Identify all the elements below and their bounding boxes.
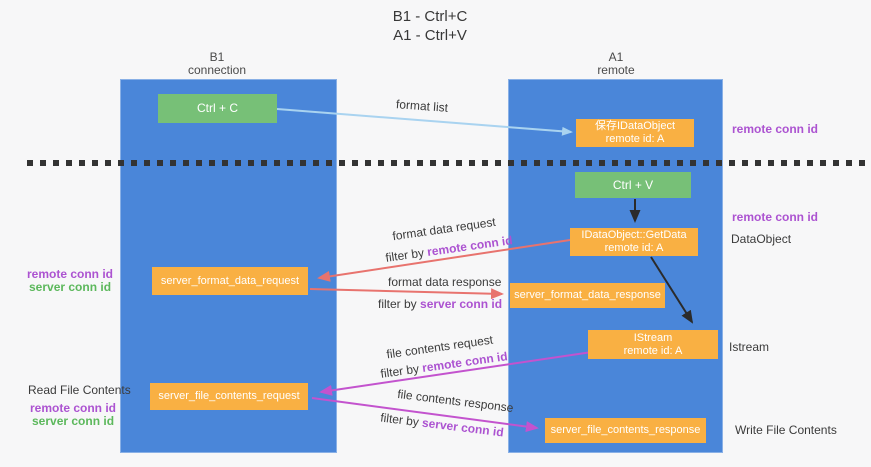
annotation-format-server-conn-id: server conn id [29, 280, 112, 294]
arrow-getdata-to-istream [650, 256, 694, 324]
box-ctrl-v: Ctrl + V [575, 172, 691, 198]
box-ctrl-c-label: Ctrl + C [196, 101, 238, 115]
phase-separator-dashed-line [27, 160, 871, 166]
box-idataobject-getdata: IDataObject::GetData remote id: A [570, 228, 698, 256]
box-server-file-contents-response: server_file_contents_response [545, 418, 706, 443]
box-istream: IStream remote id: A [588, 330, 718, 359]
diagram-title: B1 - Ctrl+C A1 - Ctrl+V [0, 7, 860, 45]
lifeline-header-b1-name: B1 [209, 50, 225, 64]
arrow-format-data-request [317, 239, 571, 282]
annotation-read-file-contents: Read File Contents [28, 383, 131, 397]
lifeline-header-b1-role: connection [187, 63, 247, 77]
box-server-format-data-response: server_format_data_response [510, 283, 665, 308]
arrow-file-contents-response [311, 397, 539, 432]
annotation-remote-conn-id-mid: remote conn id [732, 210, 819, 224]
annotation-format-remote-conn-id: remote conn id [27, 267, 114, 281]
box-server-file-contents-request: server_file_contents_request [150, 383, 308, 410]
lifeline-header-a1: A1 remote [556, 51, 676, 77]
annotation-file-server-conn-id: server conn id [32, 414, 115, 428]
diagram-title-line2: A1 - Ctrl+V [393, 27, 467, 44]
box-server-file-contents-request-label: server_file_contents_request [158, 390, 300, 402]
box-ctrl-v-label: Ctrl + V [612, 177, 654, 192]
label-format-data-response-filter: filter by server conn id [378, 297, 502, 311]
arrow-format-list [276, 108, 573, 136]
box-save-idataobject: 保存IDataObject remote id: A [576, 119, 694, 147]
box-server-file-contents-response-label: server_file_contents_response [550, 424, 701, 436]
arrow-file-contents-request [319, 351, 593, 396]
box-ctrl-c: Ctrl + C [158, 94, 277, 123]
box-server-format-data-response-label: server_format_data_response [514, 289, 661, 301]
filter-key-server-conn-id: server conn id [420, 297, 503, 311]
box-server-format-data-request: server_format_data_request [152, 267, 308, 295]
annotation-file-remote-conn-id: remote conn id [30, 401, 117, 415]
arrow-format-data-response [309, 288, 504, 300]
annotation-write-file-contents: Write File Contents [735, 423, 837, 437]
diagram-title-line1: B1 - Ctrl+C [392, 8, 468, 25]
box-save-idataobject-line1: 保存IDataObject [594, 120, 676, 132]
filter-prefix: filter by [378, 297, 421, 311]
annotation-dataobject: DataObject [731, 232, 792, 246]
label-format-data-response: format data response [388, 275, 502, 289]
box-save-idataobject-line2: remote id: A [605, 133, 665, 145]
annotation-remote-conn-id-top: remote conn id [732, 122, 819, 136]
box-server-format-data-request-label: server_format_data_request [160, 274, 300, 287]
annotation-istream: Istream [729, 340, 770, 354]
box-istream-line1: IStream [633, 331, 673, 344]
lifeline-header-b1: B1 connection [157, 51, 277, 77]
lifeline-header-a1-name: A1 [608, 50, 624, 64]
lifeline-header-a1-role: remote [597, 63, 635, 77]
box-idataobject-getdata-line2: remote id: A [604, 242, 664, 254]
box-idataobject-getdata-line1: IDataObject::GetData [581, 229, 687, 241]
box-istream-line2: remote id: A [623, 344, 683, 357]
